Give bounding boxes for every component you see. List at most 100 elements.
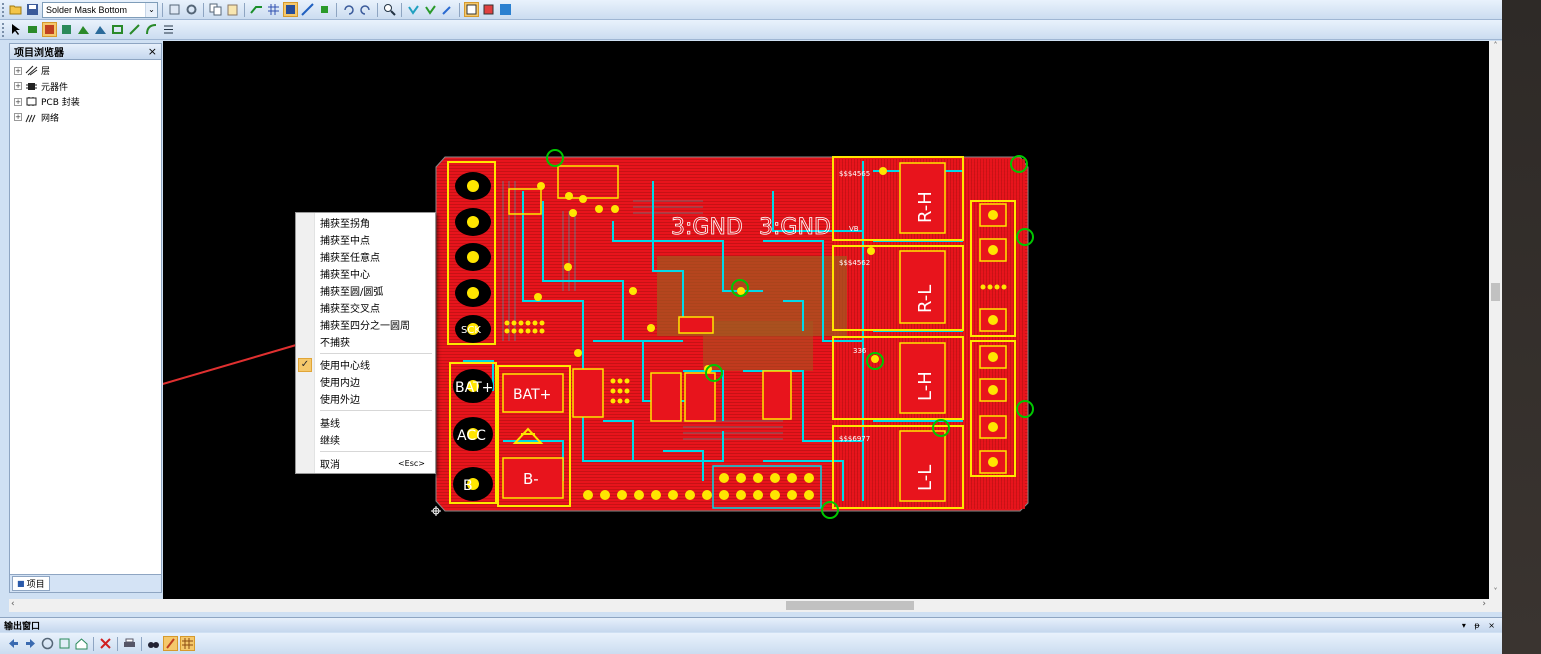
place-toolbar [0, 20, 1502, 40]
pcb-label-acc: ACC [457, 428, 486, 444]
menu-item-shortcut: <Esc> [397, 459, 425, 468]
place-shape-icon[interactable] [93, 22, 108, 37]
zoom-icon[interactable] [382, 2, 397, 17]
highlight-icon[interactable] [163, 636, 178, 651]
toolbar-separator [459, 2, 460, 17]
view2-icon[interactable] [481, 2, 496, 17]
menu-item-label: 使用外边 [320, 395, 360, 406]
select-net-icon[interactable] [423, 2, 438, 17]
expand-icon[interactable]: + [14, 66, 22, 75]
menu-item-cancel[interactable]: 取消 <Esc> [296, 455, 435, 472]
place-area-icon[interactable] [110, 22, 125, 37]
pcb-label-bat-comp: BAT+ [513, 387, 551, 403]
menu-item-snap-quadrant[interactable]: 捕获至四分之一圆周 [296, 316, 435, 333]
stop-icon[interactable] [40, 636, 55, 651]
menu-item-use-inner-edge[interactable]: 使用内边 [296, 373, 435, 390]
tree-item-layers[interactable]: + 层 [14, 63, 157, 79]
forward-icon[interactable] [23, 636, 38, 651]
print-icon[interactable] [122, 636, 137, 651]
menu-item-snap-midpoint[interactable]: 捕获至中点 [296, 231, 435, 248]
tree-item-footprints[interactable]: + PCB 封装 [14, 94, 157, 110]
table-icon[interactable] [180, 636, 195, 651]
net-icon [25, 114, 36, 122]
scroll-right-icon[interactable]: › [1482, 599, 1486, 609]
menu-item-snap-intersection[interactable]: 捕获至交叉点 [296, 299, 435, 316]
list-icon[interactable] [161, 22, 176, 37]
place-line-icon[interactable] [127, 22, 142, 37]
save-icon[interactable] [25, 2, 40, 17]
menu-item-label: 继续 [320, 436, 340, 447]
place-via-icon[interactable] [42, 22, 57, 37]
props-icon[interactable] [167, 2, 182, 17]
copy-icon[interactable] [208, 2, 223, 17]
menu-item-snap-any[interactable]: 捕获至任意点 [296, 248, 435, 265]
expand-icon[interactable]: + [14, 113, 22, 122]
pcb-connector-outline [447, 161, 496, 345]
tool-icon[interactable] [440, 2, 455, 17]
menu-item-no-snap[interactable]: 不捕获 [296, 333, 435, 350]
tree-item-nets[interactable]: + 网络 [14, 110, 157, 126]
scroll-left-icon[interactable]: ‹ [11, 599, 15, 609]
expand-icon[interactable]: + [14, 82, 22, 91]
chevron-down-icon[interactable]: ⌄ [145, 2, 157, 17]
component-icon[interactable] [317, 2, 332, 17]
main-toolbar: Solder Mask Bottom ⌄ [0, 0, 1502, 20]
view3-icon[interactable] [498, 2, 513, 17]
back-icon[interactable] [6, 636, 21, 651]
menu-item-snap-corner[interactable]: 捕获至拐角 [296, 214, 435, 231]
grid-icon[interactable] [266, 2, 281, 17]
pcb-label-rl: R-L [915, 285, 936, 313]
menu-item-snap-arc[interactable]: 捕获至圆/圆弧 [296, 282, 435, 299]
toolbar-grip[interactable] [2, 2, 6, 17]
route-icon[interactable] [249, 2, 264, 17]
delete-icon[interactable] [98, 636, 113, 651]
pcb-label-b-pad: B [463, 478, 473, 494]
project-browser-header: 项目浏览器 × [10, 44, 161, 60]
menu-item-continue[interactable]: 继续 [296, 431, 435, 448]
highlight-icon[interactable] [283, 2, 298, 17]
menu-item-use-centerline[interactable]: ✓ 使用中心线 [296, 356, 435, 373]
menu-item-label: 使用内边 [320, 378, 360, 389]
measure-icon[interactable] [300, 2, 315, 17]
pcb-label-ref4: $$$6977 [839, 435, 870, 443]
home-icon[interactable] [74, 636, 89, 651]
settings-icon[interactable] [184, 2, 199, 17]
expand-icon[interactable]: + [14, 97, 22, 106]
refresh-icon[interactable] [57, 636, 72, 651]
vertical-scrollbar[interactable]: ˄ ˅ [1489, 41, 1502, 599]
place-pad-icon[interactable] [25, 22, 40, 37]
pcb-drawing: SCK BAT+ ACC B BAT+ B- 3:GND 3:GND [163, 149, 1034, 519]
tree-item-label: 层 [41, 67, 51, 78]
place-text-icon[interactable] [76, 22, 91, 37]
tab-label: 项目 [26, 580, 45, 590]
paste-icon[interactable] [225, 2, 240, 17]
open-icon[interactable] [8, 2, 23, 17]
menu-item-use-outer-edge[interactable]: 使用外边 [296, 390, 435, 407]
vertical-scroll-thumb[interactable] [1491, 283, 1500, 301]
horizontal-scroll-thumb[interactable] [786, 601, 914, 610]
layer-select[interactable]: Solder Mask Bottom ⌄ [42, 1, 158, 18]
select-pointer-icon[interactable] [8, 22, 23, 37]
tab-project[interactable]: ■ 项目 [12, 576, 50, 591]
toolbar-grip[interactable] [2, 22, 6, 37]
undo-icon[interactable] [341, 2, 356, 17]
layer-select-value: Solder Mask Bottom [46, 4, 128, 15]
place-arc-icon[interactable] [144, 22, 159, 37]
net-icon[interactable] [406, 2, 421, 17]
tree-item-label: 元器件 [41, 82, 69, 93]
menu-item-label: 捕获至四分之一圆周 [320, 321, 410, 332]
horizontal-scrollbar[interactable]: ‹ › [9, 599, 1502, 612]
redo-icon[interactable] [358, 2, 373, 17]
close-icon[interactable]: × [147, 45, 157, 58]
place-component-icon[interactable] [59, 22, 74, 37]
scroll-up-icon[interactable]: ˄ [1493, 41, 1498, 50]
find-icon[interactable] [146, 636, 161, 651]
scroll-down-icon[interactable]: ˅ [1493, 587, 1498, 596]
menu-item-baseline[interactable]: 基线 [296, 414, 435, 431]
checkmark-icon: ✓ [298, 357, 312, 372]
menu-item-snap-center[interactable]: 捕获至中心 [296, 265, 435, 282]
tree-item-components[interactable]: + 元器件 [14, 79, 157, 95]
output-window-controls[interactable]: ▾ ᵽ × [1461, 620, 1498, 630]
origin-marker [431, 506, 441, 516]
view1-icon[interactable] [464, 2, 479, 17]
